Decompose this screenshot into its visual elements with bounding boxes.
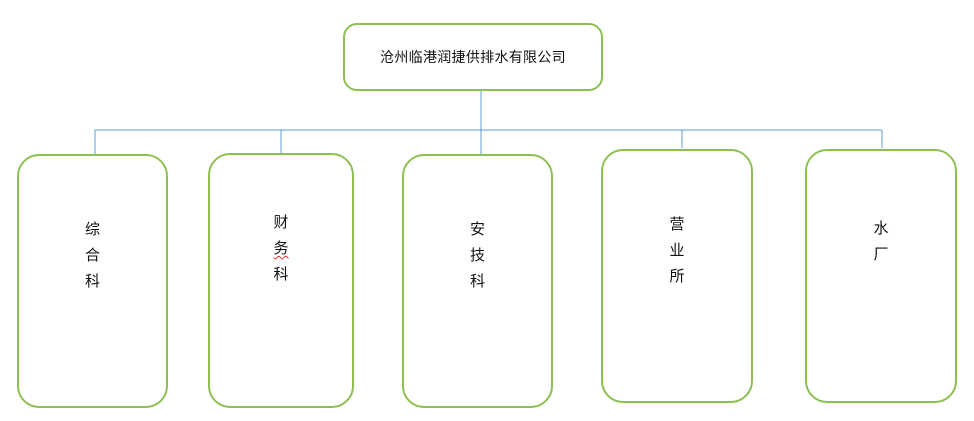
dept-label-zonghe: 综 合 科	[84, 220, 100, 290]
dept-node-yingye: 营 业 所	[601, 149, 753, 403]
dept-node-anji: 安 技 科	[402, 154, 553, 408]
dept-node-zonghe: 综 合 科	[17, 154, 168, 408]
dept-node-caiwu: 财 务 科	[208, 153, 354, 408]
dept-node-shuichang: 水 厂	[805, 149, 957, 403]
dept-label-yingye: 营 业 所	[669, 215, 685, 285]
root-node-label: 沧州临港润捷供排水有限公司	[380, 50, 566, 66]
dept-label-anji: 安 技 科	[469, 220, 485, 290]
root-node: 沧州临港润捷供排水有限公司	[343, 23, 603, 91]
dept-label-caiwu: 财 务 科	[273, 213, 289, 283]
dept-label-shuichang: 水 厂	[873, 219, 889, 263]
